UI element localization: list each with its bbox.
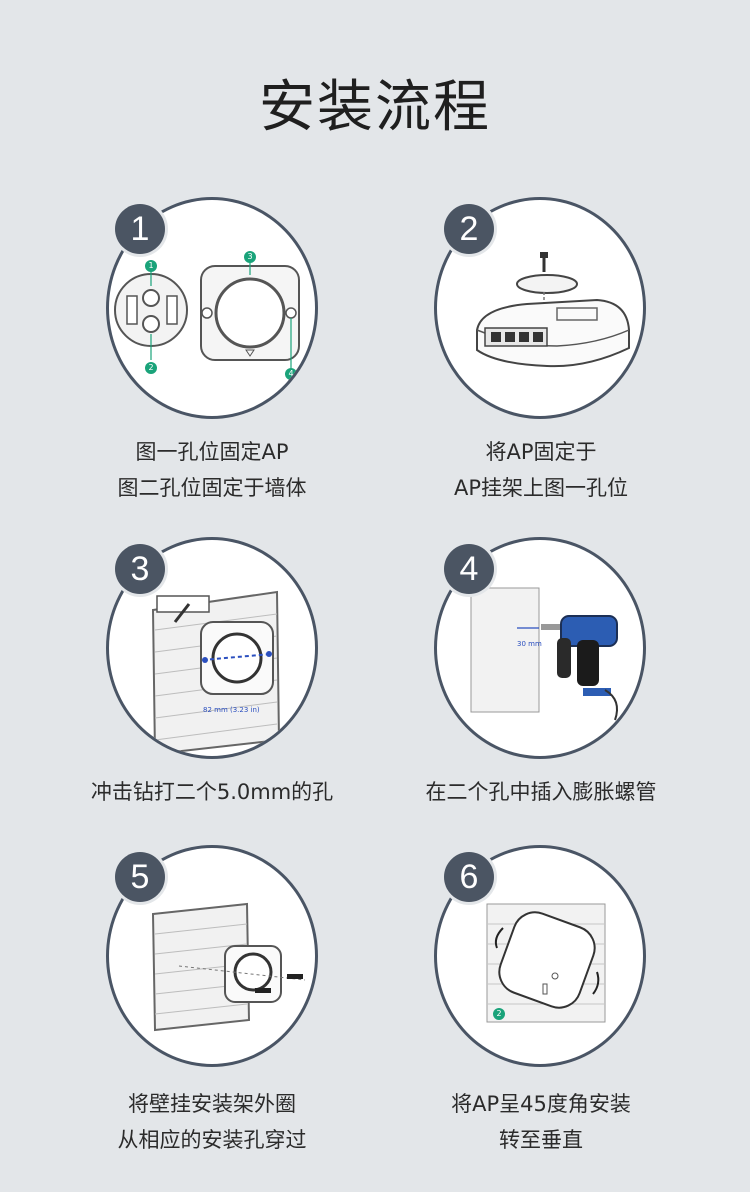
callout-1: 1: [145, 260, 157, 272]
step-1-caption: 图一孔位固定AP 图二孔位固定于墙体: [47, 434, 377, 506]
step-2-illustration: [434, 197, 646, 419]
step-5-illustration: [106, 845, 318, 1067]
step-3-line-1: 冲击钻打二个5.0mm的孔: [90, 780, 334, 804]
step-1-number: 1: [115, 204, 165, 254]
step-2-line-2: AP挂架上图一孔位: [453, 476, 629, 500]
step-5-line-1: 将壁挂安装架外圈: [128, 1092, 296, 1116]
step-4-line-1: 在二个孔中插入膨胀螺管: [425, 780, 657, 804]
step-3-caption: 冲击钻打二个5.0mm的孔: [47, 774, 377, 810]
step-2-line-1: 将AP固定于: [485, 440, 597, 464]
callout-4: 4: [285, 368, 297, 380]
step-5-line-2: 从相应的安装孔穿过: [117, 1128, 307, 1152]
step-4-caption: 在二个孔中插入膨胀螺管: [376, 774, 706, 810]
step-5-number: 5: [115, 852, 165, 902]
step-6-line-2: 转至垂直: [499, 1128, 583, 1152]
step-2-caption: 将AP固定于 AP挂架上图一孔位: [376, 434, 706, 506]
step-6-number: 6: [444, 852, 494, 902]
step-6-line-1: 将AP呈45度角安装: [451, 1092, 631, 1116]
step-4-number: 4: [444, 544, 494, 594]
step-3-number: 3: [115, 544, 165, 594]
step-1-line-1: 图一孔位固定AP: [135, 440, 289, 464]
step-6-caption: 将AP呈45度角安装 转至垂直: [376, 1086, 706, 1158]
callout-3: 3: [244, 251, 256, 263]
page-title: 安装流程: [259, 75, 491, 140]
step-1-line-2: 图二孔位固定于墙体: [117, 476, 307, 500]
step-1-illustration: 1 2 3 4: [106, 197, 318, 419]
step-4-measure-label: 30 mm: [517, 640, 542, 648]
callout-2: 2: [493, 1008, 505, 1020]
step-5-caption: 将壁挂安装架外圈 从相应的安装孔穿过: [47, 1086, 377, 1158]
step-2-number: 2: [444, 204, 494, 254]
callout-2: 2: [145, 362, 157, 374]
step-3-measure-label: 82 mm (3.23 in): [203, 706, 260, 714]
